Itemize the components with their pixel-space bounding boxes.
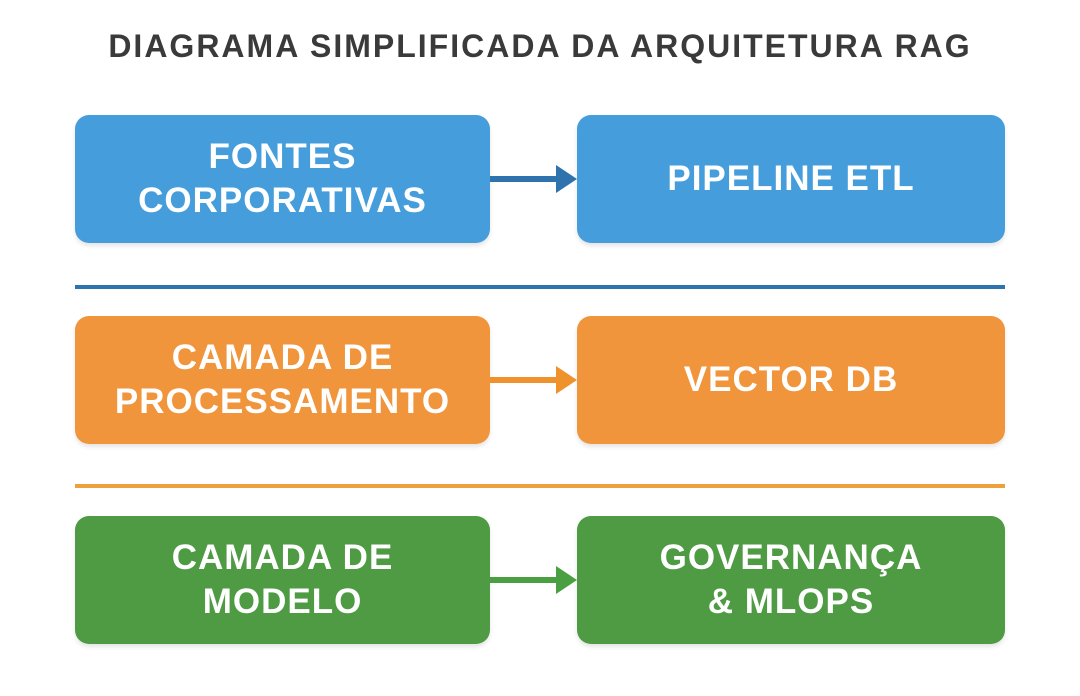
right-arrow-icon	[490, 115, 577, 243]
node-label: GOVERNANÇA & MLOPS	[659, 538, 923, 621]
node-label: FONTES CORPORATIVAS	[138, 137, 427, 220]
right-arrow-icon	[490, 516, 577, 644]
arrow-head	[556, 366, 577, 394]
diagram-rows: FONTES CORPORATIVAS PIPELINE ETL CAMADA …	[75, 115, 1005, 644]
node-label: VECTOR DB	[683, 360, 899, 400]
arrow-line	[490, 377, 558, 383]
node-fontes-corporativas: FONTES CORPORATIVAS	[75, 115, 490, 243]
arrow-line	[490, 577, 558, 583]
node-vector-db: VECTOR DB	[577, 316, 1005, 444]
row-data-sources: FONTES CORPORATIVAS PIPELINE ETL	[75, 115, 1005, 243]
right-arrow-icon	[490, 316, 577, 444]
node-pipeline-etl: PIPELINE ETL	[577, 115, 1005, 243]
node-camada-de-modelo: CAMADA DE MODELO	[75, 516, 490, 644]
arrow-head	[556, 566, 577, 594]
row-divider-orange	[75, 484, 1005, 488]
diagram-title: DIAGRAMA SIMPLIFICADA DA ARQUITETURA RAG	[108, 28, 972, 64]
arrow-line	[490, 176, 558, 182]
row-model: CAMADA DE MODELO GOVERNANÇA & MLOPS	[75, 516, 1005, 644]
node-label: PIPELINE ETL	[667, 159, 915, 199]
node-camada-de-processamento: CAMADA DE PROCESSAMENTO	[75, 316, 490, 444]
node-label: CAMADA DE PROCESSAMENTO	[114, 338, 451, 421]
arrow-head	[556, 165, 577, 193]
node-label: CAMADA DE MODELO	[171, 538, 394, 621]
row-processing: CAMADA DE PROCESSAMENTO VECTOR DB	[75, 316, 1005, 444]
node-governanca-mlops: GOVERNANÇA & MLOPS	[577, 516, 1005, 644]
row-divider-blue	[75, 285, 1005, 289]
